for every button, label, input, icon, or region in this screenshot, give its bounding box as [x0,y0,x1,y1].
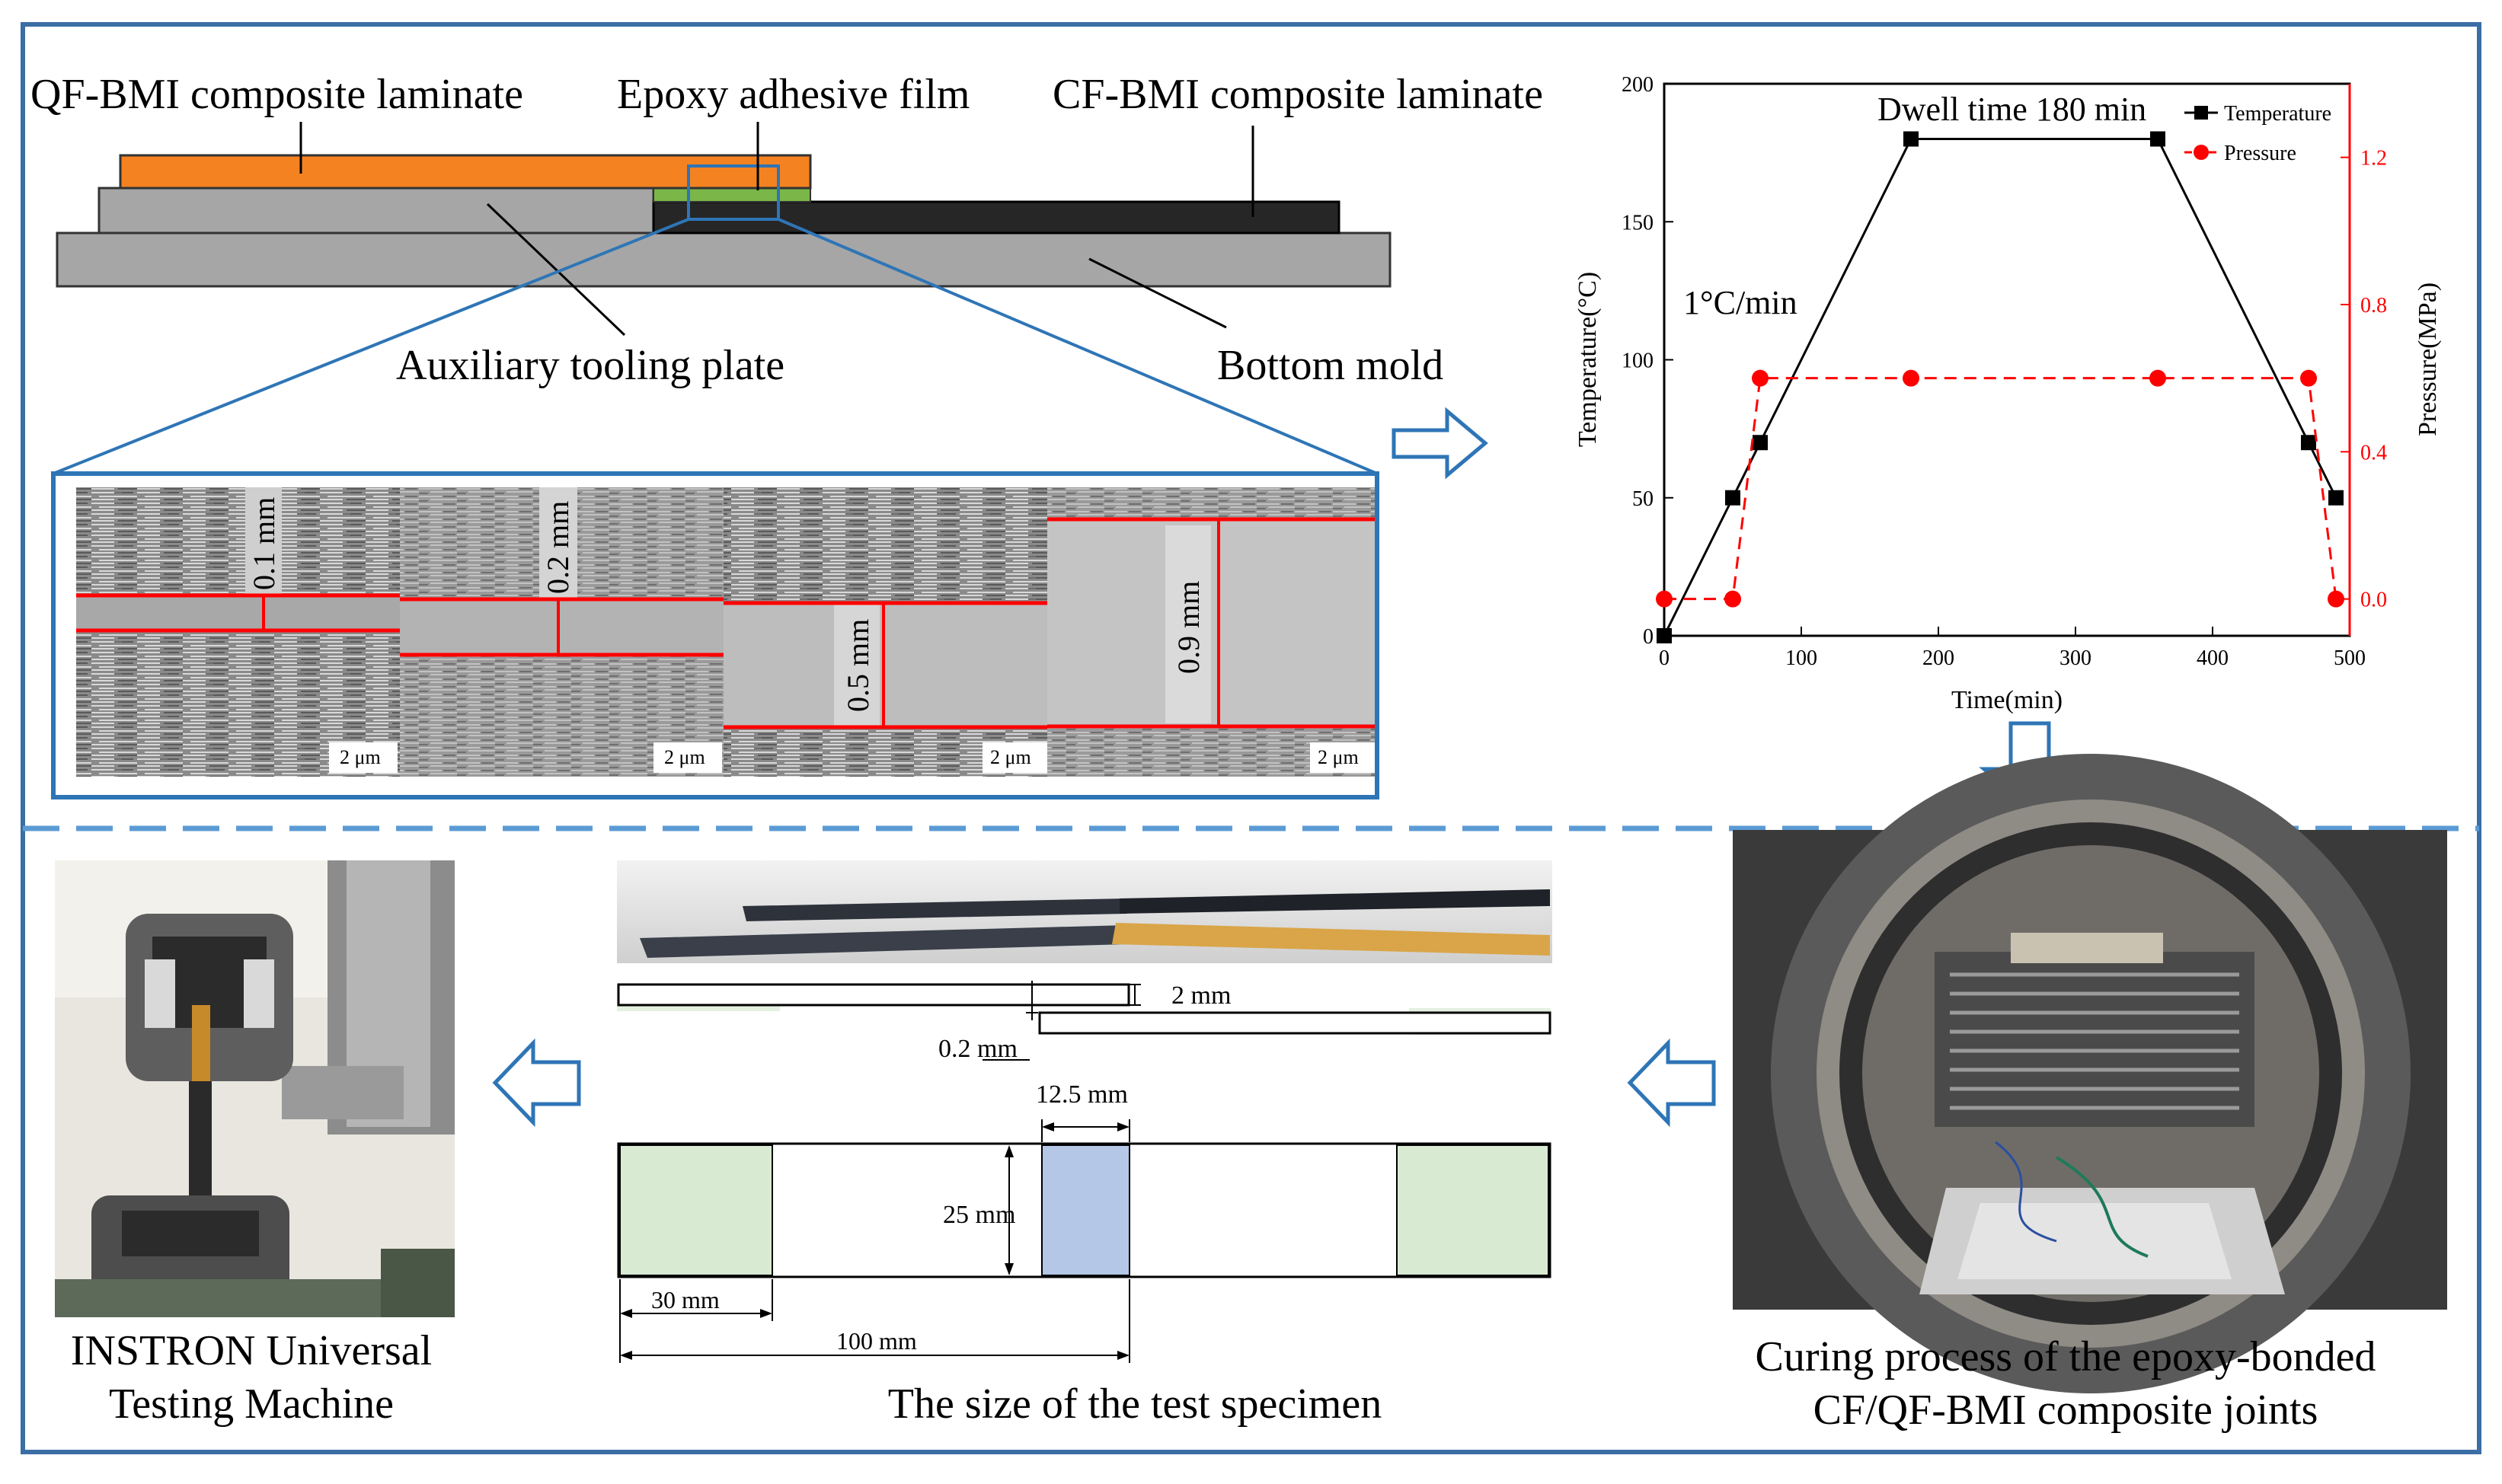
y-axis-label: Temperature(°C) [1574,272,1602,447]
x-tick-label: 300 [2059,646,2091,670]
chart-legend: Temperature Pressure [2184,102,2331,165]
scale-label-0: 2 μm [340,746,381,768]
x-tick-label: 100 [1785,646,1817,670]
x-tick-label: 0 [1659,646,1670,670]
x-tick-label: 500 [2334,646,2366,670]
scale-label-2: 2 μm [990,746,1031,768]
autoclave-photo: Curing process of the epoxy-bonded CF/QF… [1733,754,2447,1434]
temperature-point [2328,490,2344,506]
y-tick-label: 0 [1643,625,1654,649]
thickness-label-0: 0.1 mm [247,497,281,590]
pressure-point [2328,590,2344,608]
instron-caption-line1: INSTRON Universal [71,1327,432,1374]
y-tick-label: 100 [1622,349,1654,373]
thickness-label-1: 0.2 mm [541,501,575,594]
dim-thickness: 2 mm [1171,981,1231,1010]
series-line-temperature [1663,138,2337,637]
overlap-region [1041,1144,1130,1276]
pressure-point [2300,369,2317,387]
micrograph-0-2mm: 0.2 mm 2 μm [400,487,724,777]
scale-label-1: 2 μm [664,746,705,768]
y-tick-label: 200 [1622,73,1654,97]
tab-left [619,1144,773,1276]
qf-bmi-label: QF-BMI composite laminate [30,71,523,118]
cf-bmi-laminate [652,200,1340,235]
temperature-point [2150,131,2165,147]
temperature-point [1725,490,1740,506]
pressure-point [1752,369,1769,387]
arrow-left-icon-1 [1627,1038,1716,1128]
epoxy-film-label: Epoxy adhesive film [617,71,970,118]
bottom-mold-label: Bottom mold [1217,342,1443,389]
legend-temperature: Temperature [2224,102,2331,126]
legend-pressure: Pressure [2224,142,2296,165]
y2-tick-label: 0.8 [2360,294,2387,318]
y2-tick-label: 1.2 [2360,147,2387,171]
dwell-annotation: Dwell time 180 min [1877,91,2146,128]
dim-tab: 30 mm [651,1286,720,1313]
dim-width: 25 mm [943,1201,1015,1229]
micrograph-0-5mm: 0.5 mm 2 μm [724,487,1047,777]
specimen-caption: The size of the test specimen [888,1380,1382,1428]
adherend-bottom [1038,1011,1551,1035]
auxiliary-tooling-plate [97,187,655,235]
auxiliary-plate-label: Auxiliary tooling plate [396,342,784,389]
micrograph-0-1mm: 0.1 mm 2 μm [76,487,400,777]
tab-right [1396,1144,1549,1276]
rate-annotation: 1°C/min [1683,284,1797,321]
pressure-point [1656,590,1673,608]
temperature-point [1903,131,1919,147]
arrow-right-icon [1392,407,1488,480]
thickness-label-3: 0.9 mm [1171,581,1206,674]
curing-caption-line2: CF/QF-BMI composite joints [1813,1387,2318,1434]
cf-bmi-label: CF-BMI composite laminate [1053,71,1543,118]
pressure-point [1903,369,1919,387]
temperature-point [2301,435,2316,451]
dim-length: 100 mm [836,1327,917,1355]
y2-axis-label: Pressure(MPa) [2414,282,2442,436]
arrow-left-icon-2 [492,1038,581,1128]
x-tick-label: 200 [1922,646,1954,670]
x-tick-label: 400 [2197,646,2229,670]
specimen-drawing: 2 mm 0.2 mm 12.5 mm 25 mm 30 mm [617,860,1552,1428]
y-tick-label: 150 [1622,211,1654,235]
layup-schematic: QF-BMI composite laminate Epoxy adhesive… [30,71,1543,475]
curing-cycle-chart: 0 100 200 300 400 500 0 50 100 150 200 0.0 0.4 0.8 1.2… [1574,73,2442,714]
adherend-top [617,983,1130,1007]
x-axis-label: Time(min) [1951,686,2063,714]
instron-caption-line2: Testing Machine [109,1380,394,1428]
pressure-point [1724,590,1741,608]
dim-adhesive: 0.2 mm [938,1035,1018,1063]
dim-overlap: 12.5 mm [1036,1080,1128,1109]
temperature-point [1753,435,1768,451]
bottom-mold [56,231,1392,288]
thickness-label-2: 0.5 mm [841,619,875,712]
zoom-box [687,164,780,221]
y2-tick-label: 0.0 [2360,589,2387,612]
micrograph-panel: 0.1 mm 2 μm 0.2 mm 2 μm 0.5 mm 2 μm [51,471,1379,799]
curing-caption-line1: Curing process of the epoxy-bonded [1756,1333,2376,1380]
epoxy-adhesive-film [653,187,811,203]
series-line-pressure [1664,377,2337,601]
pressure-point [2149,369,2166,387]
instron-photo: INSTRON Universal Testing Machine [55,860,455,1428]
micrograph-0-9mm: 0.9 mm 2 μm [1047,487,1375,777]
plot-frame [1663,82,2351,637]
qf-bmi-laminate [119,154,812,190]
y2-tick-label: 0.4 [2360,441,2387,464]
temperature-point [1657,628,1672,643]
outer-frame [21,22,2481,1454]
scale-label-3: 2 μm [1318,746,1359,768]
y-tick-label: 50 [1632,487,1654,511]
